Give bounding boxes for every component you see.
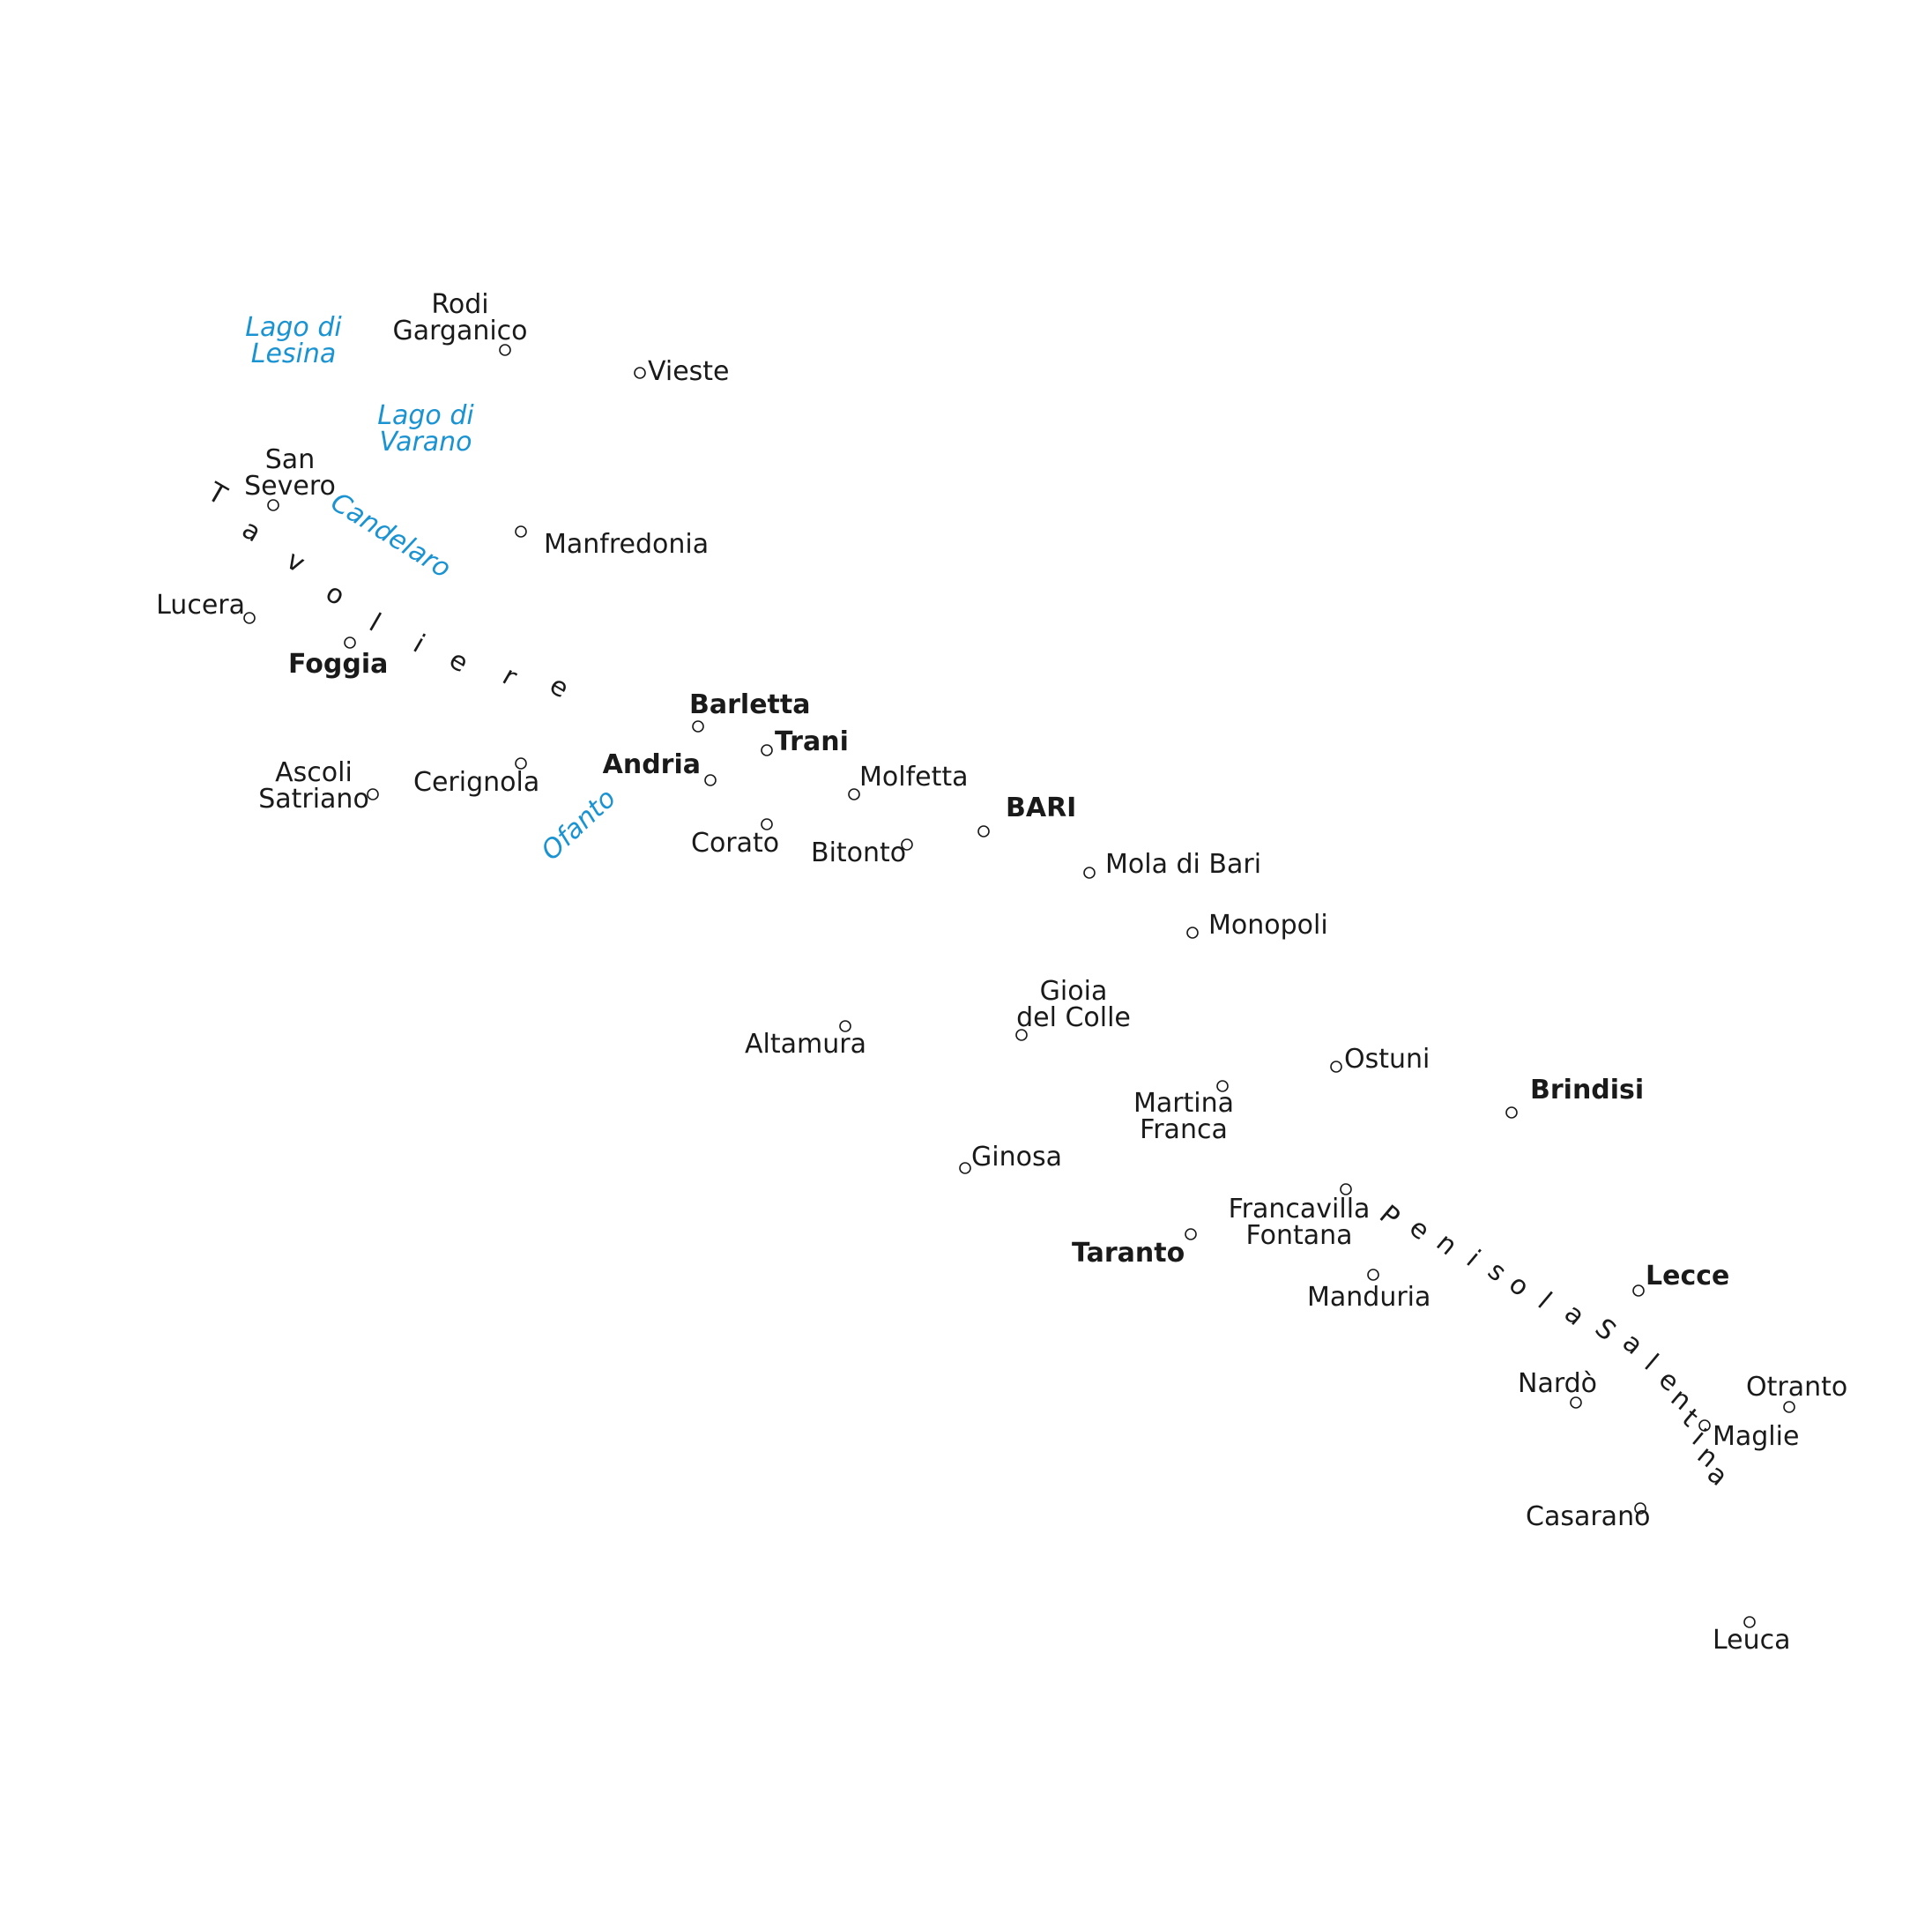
- lago-di-varano-line: Varano: [379, 427, 472, 458]
- andria-label[interactable]: Andria: [602, 749, 701, 780]
- mola-di-bari-marker-icon[interactable]: [1083, 867, 1096, 879]
- foggia-label[interactable]: Foggia: [288, 649, 389, 680]
- bitonto-marker-icon[interactable]: [901, 838, 913, 851]
- maglie-label[interactable]: Maglie: [1713, 1421, 1800, 1452]
- nardo-label[interactable]: Nardò: [1518, 1368, 1598, 1399]
- otranto-label[interactable]: Otranto: [1746, 1372, 1848, 1403]
- monopoli-marker-icon[interactable]: [1186, 927, 1199, 939]
- molfetta-marker-icon[interactable]: [848, 788, 860, 800]
- nardo-marker-icon[interactable]: [1570, 1396, 1582, 1409]
- ginosa-marker-icon[interactable]: [959, 1162, 971, 1174]
- ostuni-label[interactable]: Ostuni: [1344, 1044, 1430, 1075]
- maglie-marker-icon[interactable]: [1698, 1419, 1711, 1432]
- ascoli-satriano-label-line: Ascoli: [275, 757, 353, 788]
- trani-marker-icon[interactable]: [761, 744, 773, 756]
- taranto-marker-icon[interactable]: [1185, 1228, 1197, 1240]
- taranto-label[interactable]: Taranto: [1072, 1238, 1185, 1269]
- lago-di-lesina-line: Lago di: [245, 312, 342, 343]
- cerignola-marker-icon[interactable]: [515, 757, 527, 770]
- manduria-marker-icon[interactable]: [1367, 1269, 1379, 1281]
- rodi-garganico-label-line: Rodi: [431, 289, 489, 320]
- altamura-label[interactable]: Altamura: [745, 1029, 866, 1060]
- corato-marker-icon[interactable]: [761, 818, 773, 830]
- andria-marker-icon[interactable]: [704, 774, 717, 786]
- brindisi-marker-icon[interactable]: [1505, 1106, 1518, 1119]
- vieste-marker-icon[interactable]: [634, 367, 646, 379]
- casarano-label[interactable]: Casarano: [1526, 1501, 1651, 1532]
- ascoli-satriano-marker-icon[interactable]: [367, 788, 379, 800]
- lucera-label[interactable]: Lucera: [156, 590, 245, 621]
- trani-label[interactable]: Trani: [775, 726, 849, 757]
- gioia-del-colle-label-line: del Colle: [1016, 1002, 1131, 1033]
- lecce-marker-icon[interactable]: [1632, 1284, 1645, 1297]
- mola-di-bari-label[interactable]: Mola di Bari: [1105, 849, 1262, 880]
- monopoli-label[interactable]: Monopoli: [1208, 910, 1328, 941]
- martina-franca-marker-icon[interactable]: [1216, 1080, 1229, 1092]
- lecce-label[interactable]: Lecce: [1646, 1261, 1730, 1292]
- bari-label[interactable]: BARI: [1006, 793, 1077, 823]
- ostuni-marker-icon[interactable]: [1330, 1061, 1342, 1073]
- francavilla-fontana-label-line: Francavilla: [1228, 1194, 1371, 1225]
- manfredonia-label[interactable]: Manfredonia: [544, 529, 710, 560]
- francavilla-fontana-label-line: Fontana: [1245, 1220, 1353, 1251]
- vieste-label[interactable]: Vieste: [648, 356, 730, 387]
- manfredonia-marker-icon[interactable]: [515, 525, 527, 538]
- leuca-label[interactable]: Leuca: [1713, 1625, 1791, 1656]
- cerignola-label[interactable]: Cerignola: [413, 767, 540, 798]
- ascoli-satriano-label-line: Satriano: [258, 784, 369, 815]
- otranto-marker-icon[interactable]: [1783, 1401, 1795, 1413]
- foggia-marker-icon[interactable]: [344, 636, 356, 649]
- lago-di-varano-line: Lago di: [377, 400, 474, 431]
- bitonto-label[interactable]: Bitonto: [811, 837, 907, 868]
- barletta-marker-icon[interactable]: [692, 720, 704, 733]
- rodi-garganico-label-line: Garganico: [392, 316, 528, 346]
- lago-di-lesina-line: Lesina: [250, 339, 337, 369]
- san-severo-label-line: San: [264, 444, 316, 475]
- brindisi-label[interactable]: Brindisi: [1530, 1075, 1645, 1105]
- casarano-marker-icon[interactable]: [1634, 1502, 1646, 1515]
- gioia-del-colle-marker-icon[interactable]: [1015, 1029, 1028, 1041]
- bari-marker-icon[interactable]: [977, 825, 990, 837]
- barletta-label[interactable]: Barletta: [689, 689, 811, 720]
- molfetta-label[interactable]: Molfetta: [859, 762, 969, 793]
- corato-label[interactable]: Corato: [691, 828, 780, 859]
- ginosa-label[interactable]: Ginosa: [971, 1142, 1062, 1172]
- martina-franca-label-line: Franca: [1140, 1114, 1228, 1145]
- altamura-marker-icon[interactable]: [839, 1020, 851, 1032]
- lucera-marker-icon[interactable]: [243, 612, 256, 624]
- leuca-marker-icon[interactable]: [1743, 1616, 1756, 1628]
- san-severo-marker-icon[interactable]: [267, 499, 279, 511]
- martina-franca-label-line: Martina: [1133, 1088, 1235, 1119]
- francavilla-fontana-marker-icon[interactable]: [1340, 1183, 1352, 1195]
- manduria-label[interactable]: Manduria: [1307, 1282, 1431, 1313]
- san-severo-label-line: Severo: [244, 471, 336, 502]
- gioia-del-colle-label-line: Gioia: [1039, 976, 1108, 1007]
- rodi-garganico-marker-icon[interactable]: [499, 344, 511, 356]
